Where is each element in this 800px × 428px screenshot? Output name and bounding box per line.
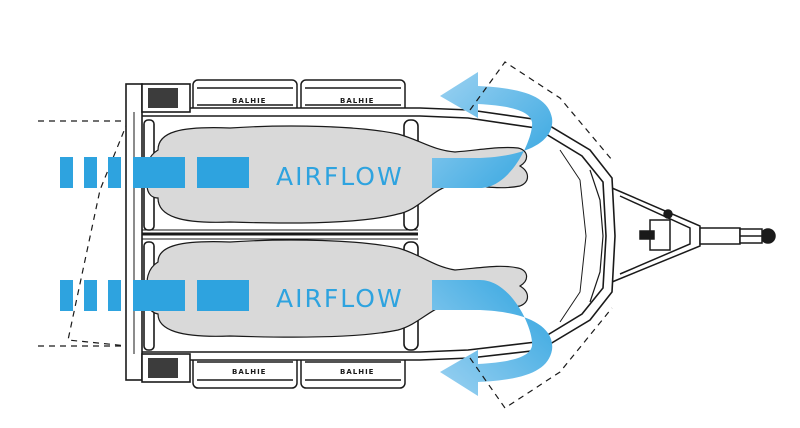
airflow-intake-bottom (60, 280, 249, 311)
airflow-dash (133, 280, 185, 311)
bottom-right-tyre: BALHIE (300, 353, 406, 389)
fender-brand-text: BALHIE (340, 368, 374, 376)
top-right-tyre: BALHIE (300, 79, 406, 115)
airflow-label-bottom: AIRFLOW (276, 284, 404, 313)
wheels: BALHIE BALHIE BALHIE BALHIE (192, 79, 406, 389)
fender-brand-text: BALHIE (232, 97, 266, 105)
airflow-dash (108, 280, 121, 311)
horse-bottom (146, 239, 529, 338)
fender-brand-text: BALHIE (340, 97, 374, 105)
airflow-dash (60, 157, 73, 188)
front-door-swing-lines (469, 61, 613, 409)
airflow-intake-top (60, 157, 249, 188)
airflow-dash (84, 157, 97, 188)
airflow-dash (197, 280, 249, 311)
fender-brand-text: BALHIE (232, 368, 266, 376)
airflow-dash (197, 157, 249, 188)
airflow-arrow-bottom (432, 280, 553, 396)
airflow-arrow-top (432, 72, 553, 188)
airflow-dash (133, 157, 185, 188)
airflow-dash (60, 280, 73, 311)
horse-top (146, 125, 529, 224)
drawbar (611, 187, 776, 283)
top-left-tyre: BALHIE (192, 79, 298, 115)
horses (146, 125, 529, 338)
tailgate-swing-lines (38, 120, 129, 347)
bottom-left-tyre: BALHIE (192, 353, 298, 389)
airflow-label-top: AIRFLOW (276, 162, 404, 191)
airflow-dash (108, 157, 121, 188)
airflow-dash (84, 280, 97, 311)
